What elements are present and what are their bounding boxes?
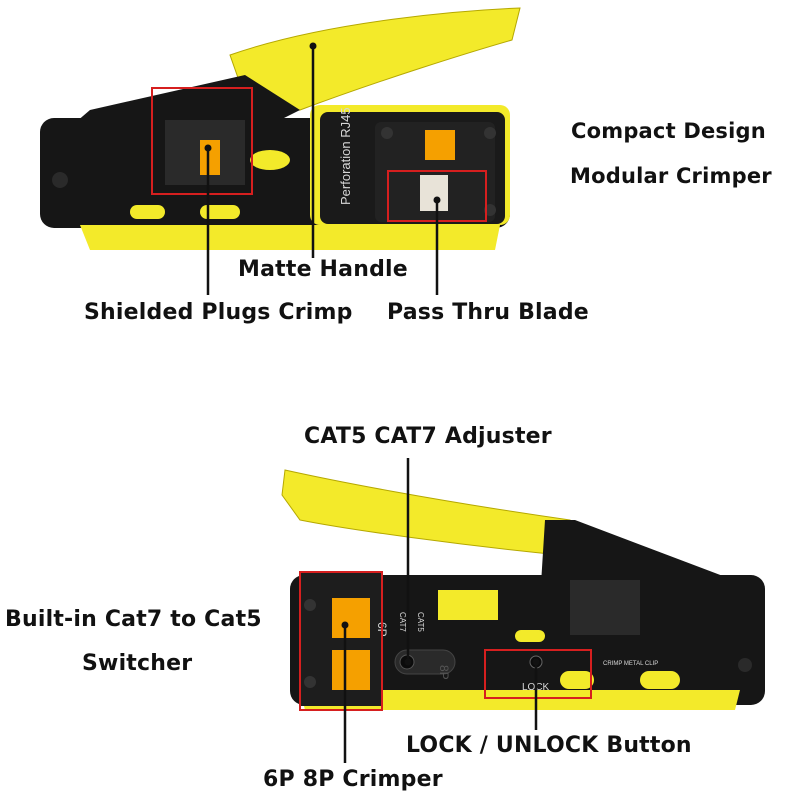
label-pass-thru-blade: Pass Thru Blade — [387, 300, 589, 325]
bottom-yellow-pill-2 — [560, 671, 594, 689]
top-screw-1 — [381, 127, 393, 139]
pointer-shielded-crimp-dot — [204, 144, 212, 152]
bottom-yellow-accent-1 — [438, 590, 498, 620]
label-matte-handle: Matte Handle — [238, 257, 408, 282]
bottom-yellow-pill-1 — [515, 630, 545, 642]
bottom-marking-clip: CRIMP METAL CLIP — [603, 661, 658, 667]
bottom-marking-8p: 8P — [437, 665, 451, 680]
bottom-screw-1 — [304, 599, 316, 611]
pointer-lock-dot — [532, 658, 540, 666]
top-side-marking: Perforation RJ45 — [338, 107, 353, 205]
bottom-crimper-tool: 6P CAT7 CAT5 8P LOCK CRIMP METAL CLIP — [281, 458, 765, 763]
highlight-lock-button — [484, 649, 592, 699]
bottom-orange-slot-6p — [332, 650, 370, 690]
top-yellow-pill-1 — [130, 205, 165, 219]
highlight-6p-8p-crimper — [299, 571, 383, 711]
top-yellow-rail — [80, 225, 500, 250]
pointer-adjuster-dot — [404, 658, 412, 666]
top-yellow-pill-2 — [200, 205, 240, 219]
top-screw-4 — [52, 172, 68, 188]
label-lock-unlock-button: LOCK / UNLOCK Button — [406, 733, 692, 758]
pointer-6p-8p-dot — [341, 621, 349, 629]
bottom-yellow-rail — [300, 690, 740, 710]
top-orange-slot-2 — [420, 175, 448, 211]
bottom-marking-cat7: CAT7 — [398, 612, 407, 632]
label-builtin-switcher-1: Built-in Cat7 to Cat5 — [5, 607, 262, 632]
top-yellow-knob — [250, 150, 290, 170]
top-crimper-tool: Perforation RJ45 — [40, 7, 521, 295]
label-6p-8p-crimper: 6P 8P Crimper — [263, 767, 443, 792]
top-yellow-handle — [229, 7, 521, 113]
bottom-right-crimp-die — [570, 580, 640, 635]
label-shielded-plugs-crimp: Shielded Plugs Crimp — [84, 300, 353, 325]
label-compact-design: Compact Design — [571, 119, 766, 143]
bottom-yellow-handle — [281, 469, 571, 556]
label-builtin-switcher-2: Switcher — [82, 651, 193, 676]
highlight-shielded-crimp — [151, 87, 253, 195]
bottom-right-screw — [738, 658, 752, 672]
bottom-orange-slot-8p — [332, 598, 370, 638]
pointer-matte-handle-dot — [309, 42, 317, 50]
label-modular-crimper: Modular Crimper — [570, 164, 772, 188]
pointer-pass-thru-dot — [433, 196, 441, 204]
label-cat5-cat7-adjuster: CAT5 CAT7 Adjuster — [304, 424, 552, 449]
bottom-screw-2 — [304, 676, 316, 688]
bottom-yellow-pill-3 — [640, 671, 680, 689]
bottom-marking-cat5: CAT5 — [416, 612, 425, 632]
top-orange-slot-1 — [425, 130, 455, 160]
top-screw-2 — [484, 127, 496, 139]
